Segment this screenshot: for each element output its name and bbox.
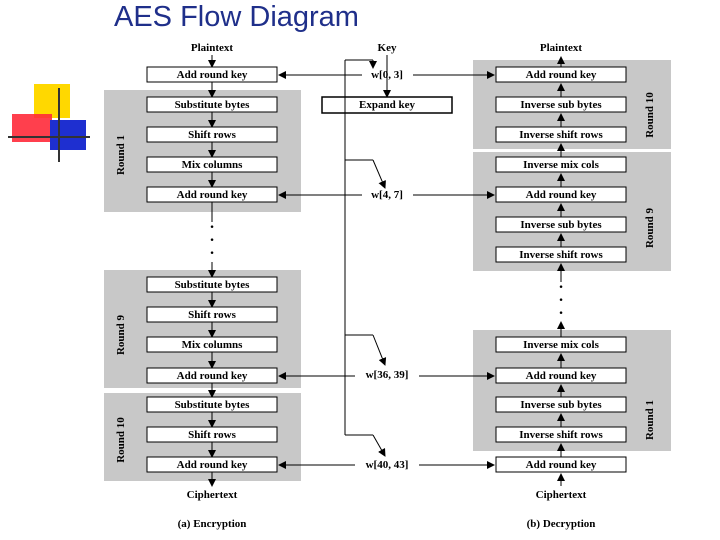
dec-r1-add-round-key xyxy=(495,367,627,384)
dec-round1-label: Round 1 xyxy=(644,400,656,440)
enc-r9-substitute-bytes-label: Substitute bytes xyxy=(175,279,251,291)
dec-top-add-round-key-label: Add round key xyxy=(526,69,597,81)
dec-r9-inverse-shift-rows xyxy=(495,246,627,263)
enc-r9-mix-columns-label: Mix columns xyxy=(182,339,244,351)
dec-r1-add-round-key-label: Add round key xyxy=(526,370,597,382)
key-word-1: w[4, 7] xyxy=(371,189,403,201)
dec-r9-add-round-key-label: Add round key xyxy=(526,189,597,201)
svg-text:·: · xyxy=(558,292,563,309)
dec-plaintext-label: Plaintext xyxy=(540,42,582,54)
decryption-column: Plaintext Add round key Inverse sub byte… xyxy=(495,42,627,530)
dec-r1-inverse-shift-rows xyxy=(495,426,627,443)
svg-text:·: · xyxy=(209,245,214,262)
enc-r10-shift-rows-label: Shift rows xyxy=(188,429,236,441)
enc-r9-shift-rows-label: Shift rows xyxy=(188,309,236,321)
enc-plaintext-label: Plaintext xyxy=(191,42,233,54)
dec-continuation-dots: · xyxy=(558,279,563,296)
dec-r9-add-round-key xyxy=(495,186,627,203)
key-label: Key xyxy=(378,42,397,54)
enc-add-round-key-0-label: Add round key xyxy=(177,69,248,81)
dec-round9-label: Round 9 xyxy=(644,207,656,248)
enc-r9-add-round-key-label: Add round key xyxy=(177,370,248,382)
dec-r9-inverse-mix-cols xyxy=(495,156,627,173)
enc-r10-add-round-key-label: Add round key xyxy=(177,459,248,471)
dec-final-add-round-key xyxy=(495,456,627,473)
svg-text:·: · xyxy=(558,305,563,322)
enc-round10-label: Round 10 xyxy=(115,417,127,463)
encryption-column: Plaintext Add round key Substitute bytes… xyxy=(146,42,278,530)
key-column: Key Expand key w[0, 3] w[4, 7] w[36, 39]… xyxy=(278,42,495,471)
enc-r1-substitute-bytes-label: Substitute bytes xyxy=(175,99,251,111)
dec-top-inverse-sub-bytes xyxy=(495,96,627,113)
dec-ciphertext-label: Ciphertext xyxy=(536,489,587,501)
key-word-0: w[0, 3] xyxy=(371,69,403,81)
enc-round9-label: Round 9 xyxy=(115,314,127,355)
enc-r1-shift-rows-label: Shift rows xyxy=(188,129,236,141)
page-title: AES Flow Diagram xyxy=(114,1,359,33)
expand-key-box xyxy=(321,96,453,114)
enc-round1-label: Round 1 xyxy=(115,135,127,175)
dec-top-inverse-shift-rows-label: Inverse shift rows xyxy=(519,129,603,141)
enc-ciphertext-label: Ciphertext xyxy=(187,489,238,501)
slide-ornament xyxy=(8,84,90,164)
dec-final-add-round-key-label: Add round key xyxy=(526,459,597,471)
dec-r9-inverse-sub-bytes xyxy=(495,216,627,233)
dec-r1-inverse-shift-rows-label: Inverse shift rows xyxy=(519,429,603,441)
enc-r10-substitute-bytes-label: Substitute bytes xyxy=(175,399,251,411)
enc-continuation-dots: · xyxy=(209,219,214,236)
dec-r9-inverse-sub-bytes-label: Inverse sub bytes xyxy=(520,219,602,231)
dec-r9-inverse-shift-rows-label: Inverse shift rows xyxy=(519,249,603,261)
dec-caption: (b) Decryption xyxy=(527,518,596,530)
enc-r1-add-round-key-label: Add round key xyxy=(177,189,248,201)
expand-key-label: Expand key xyxy=(359,99,415,111)
enc-r1-mix-columns-label: Mix columns xyxy=(182,159,244,171)
dec-top-inverse-shift-rows xyxy=(495,126,627,143)
key-word-3: w[40, 43] xyxy=(366,459,409,471)
dec-r1-inverse-sub-bytes-label: Inverse sub bytes xyxy=(520,399,602,411)
svg-text:·: · xyxy=(209,232,214,249)
dec-r9-inverse-mix-cols-label: Inverse mix cols xyxy=(523,159,599,171)
key-word-2: w[36, 39] xyxy=(366,369,409,381)
dec-r1-inverse-mix-cols xyxy=(495,336,627,353)
dec-r1-inverse-mix-cols-label: Inverse mix cols xyxy=(523,339,599,351)
enc-caption: (a) Encryption xyxy=(178,518,247,530)
dec-top-inverse-sub-bytes-label: Inverse sub bytes xyxy=(520,99,602,111)
round-panels xyxy=(104,60,671,481)
dec-r1-inverse-sub-bytes xyxy=(495,396,627,413)
dec-round10-label: Round 10 xyxy=(644,92,656,138)
dec-top-add-round-key xyxy=(495,66,627,83)
